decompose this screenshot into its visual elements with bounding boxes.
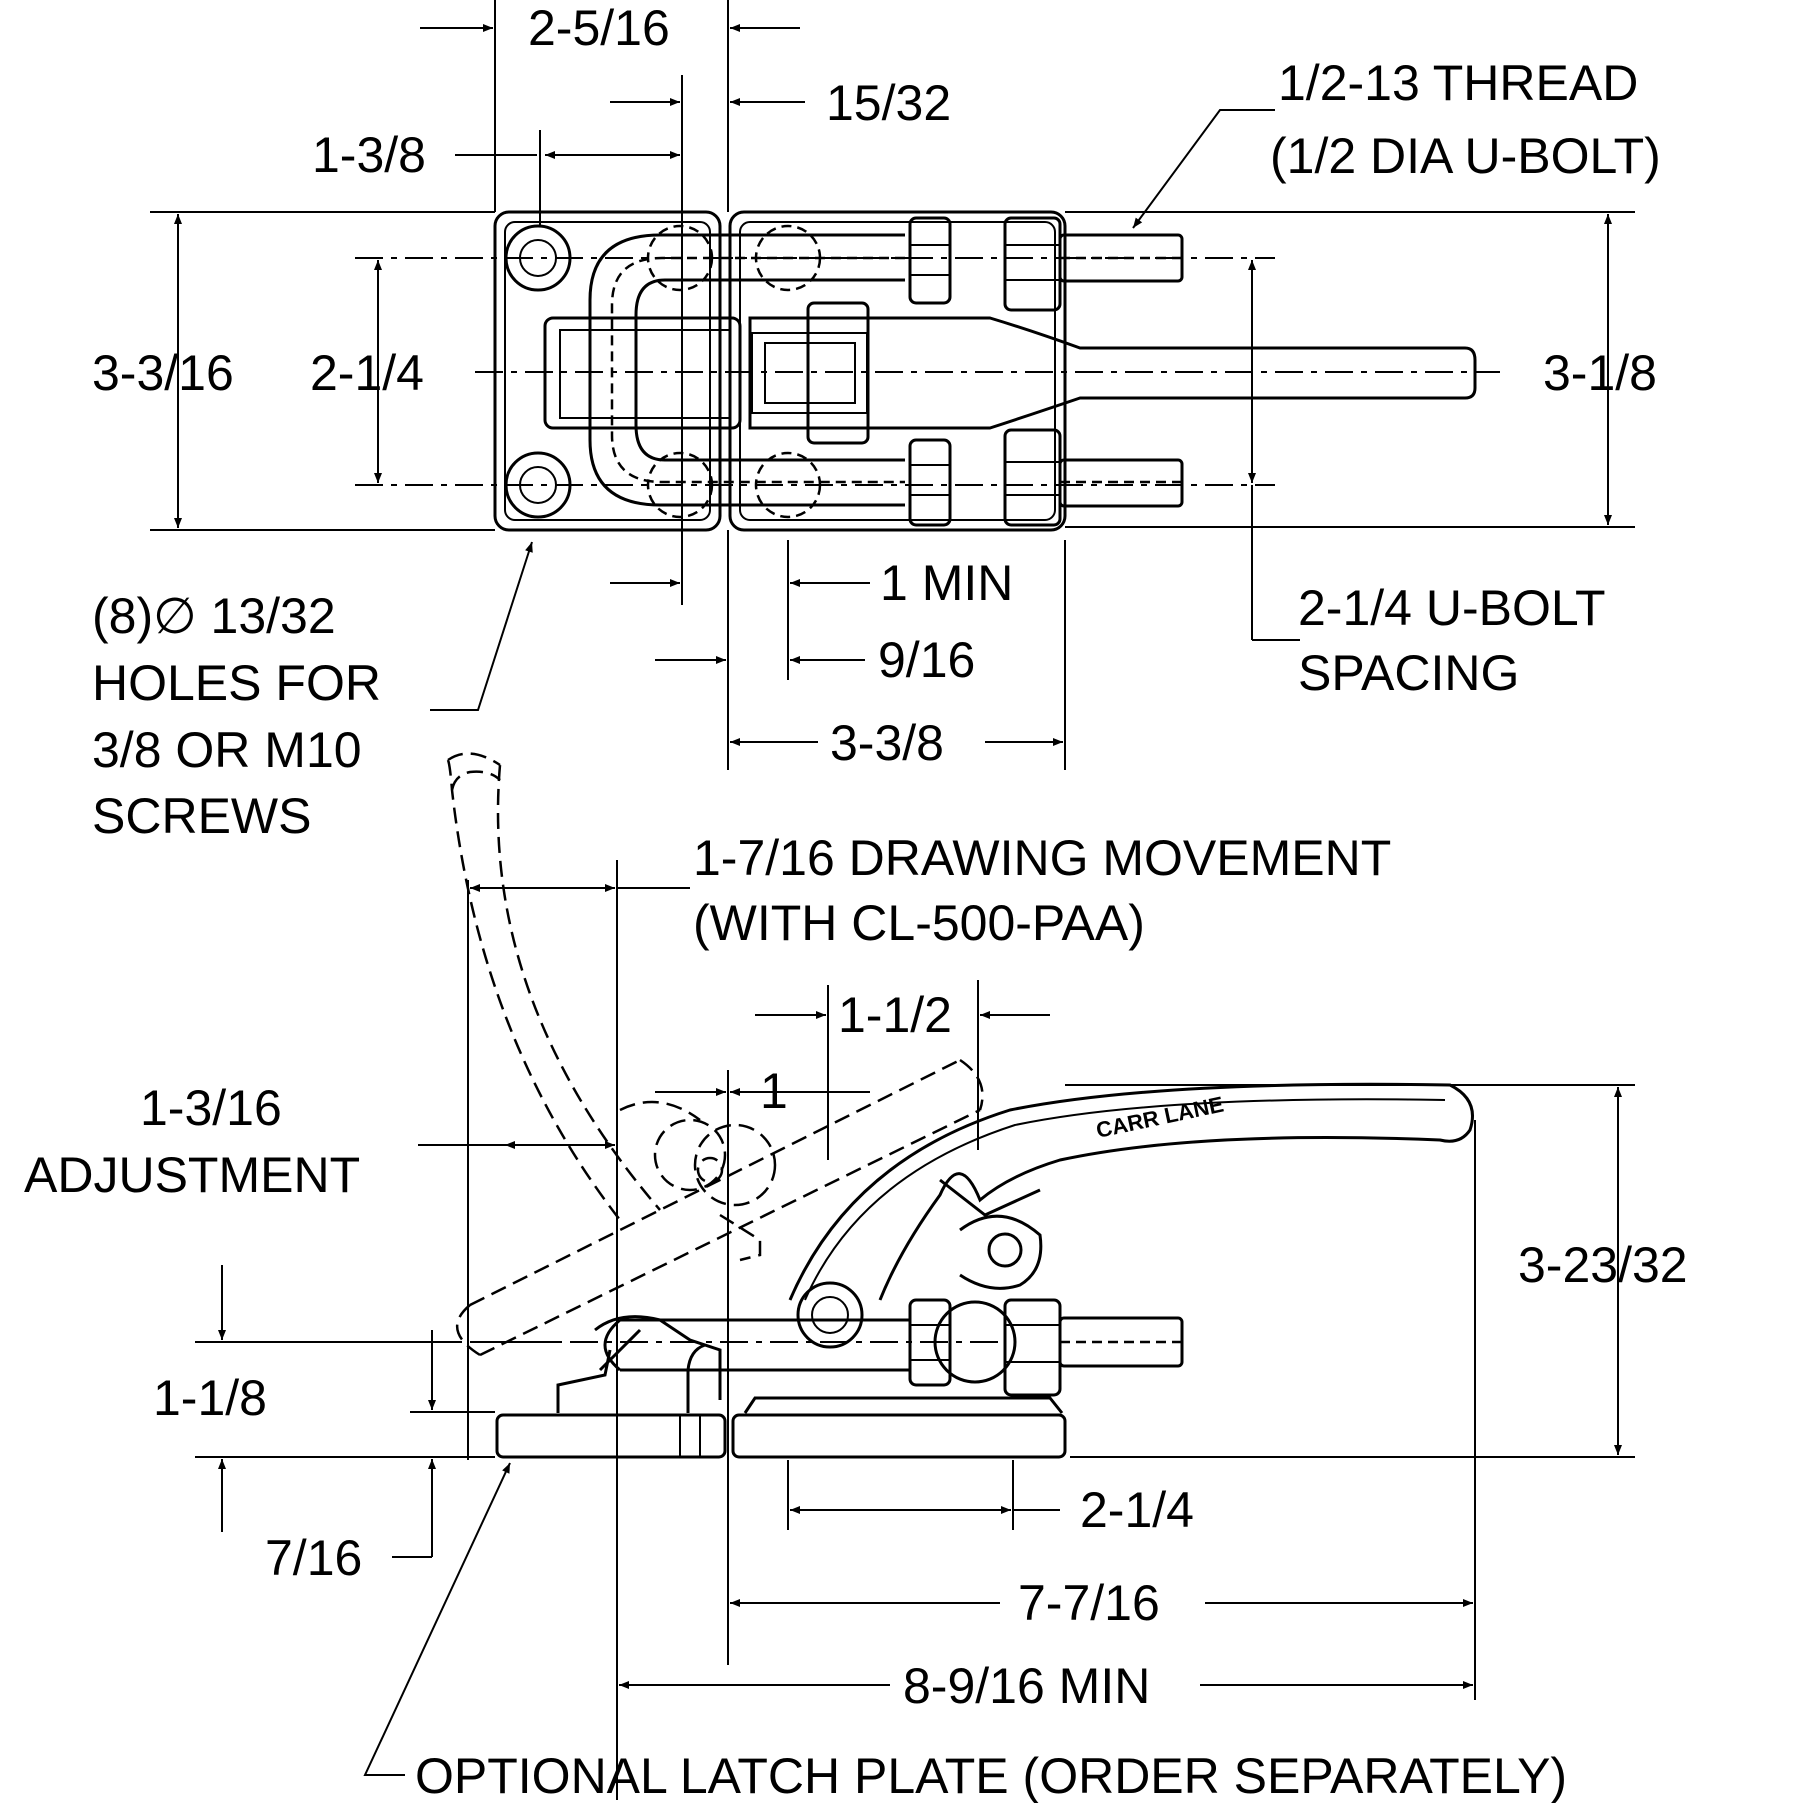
- note-drawing-2: (WITH CL-500-PAA): [693, 895, 1145, 951]
- u-bolt: [588, 233, 905, 507]
- spindle-rod: [620, 1318, 910, 1372]
- note-holes-1: (8)∅ 13/32: [92, 588, 336, 644]
- note-adjust-1: 1-3/16: [140, 1080, 282, 1136]
- dim-1-3-8: 1-3/8: [312, 127, 426, 183]
- dim-3-3-16: 3-3/16: [92, 345, 234, 401]
- note-ubolt-1: 2-1/4 U-BOLT: [1298, 580, 1606, 636]
- dim-2-1-4-top: 2-1/4: [310, 345, 424, 401]
- hex-nut: [1003, 428, 1062, 527]
- dim-1: 1: [760, 1063, 788, 1119]
- note-ubolt-2: SPACING: [1298, 645, 1519, 701]
- note-thread-2: (1/2 DIA U-BOLT): [1270, 128, 1661, 184]
- hex-nut: [908, 438, 952, 527]
- brand-logo: CARR LANE: [1094, 1091, 1226, 1142]
- hex-nut: [908, 216, 952, 305]
- latch-plate: [495, 1413, 727, 1459]
- note-drawing-1: 1-7/16 DRAWING MOVEMENT: [693, 830, 1391, 886]
- note-adjust-2: ADJUSTMENT: [24, 1147, 360, 1203]
- clamp-handle-open: [446, 752, 661, 1221]
- clamp-handle-top: [748, 316, 1477, 430]
- dim-7-16: 7/16: [265, 1530, 362, 1586]
- dim-7-7-16: 7-7/16: [1018, 1575, 1160, 1631]
- hex-nut: [1003, 216, 1062, 312]
- dimension-labels: 2-5/16 15/32 1-3/8 3-3/16 2-1/4 3-1/8 1 …: [24, 0, 1688, 1803]
- clamp-base: [731, 1413, 1067, 1459]
- note-holes-4: SCREWS: [92, 788, 311, 844]
- side-view: CARR LANE: [195, 752, 1635, 1800]
- dim-1-1-8: 1-1/8: [153, 1370, 267, 1426]
- dim-9-16: 9/16: [878, 632, 975, 688]
- dim-1-min: 1 MIN: [880, 555, 1013, 611]
- dim-3-3-8: 3-3/8: [830, 715, 944, 771]
- note-holes-2: HOLES FOR: [92, 655, 381, 711]
- dim-8-9-16-min: 8-9/16 MIN: [903, 1658, 1150, 1714]
- dim-1-1-2: 1-1/2: [838, 987, 952, 1043]
- dim-3-23-32: 3-23/32: [1518, 1237, 1688, 1293]
- dim-3-1-8: 3-1/8: [1543, 345, 1657, 401]
- dim-2-5-16: 2-5/16: [528, 0, 670, 56]
- note-holes-3: 3/8 OR M10: [92, 722, 362, 778]
- top-view: [150, 0, 1635, 770]
- dim-2-1-4-bottom: 2-1/4: [1080, 1482, 1194, 1538]
- dim-15-32: 15/32: [826, 75, 951, 131]
- clamp-handle-closed: [788, 1082, 1474, 1301]
- note-thread-1: 1/2-13 THREAD: [1278, 55, 1638, 111]
- note-latch-plate: OPTIONAL LATCH PLATE (ORDER SEPARATELY): [415, 1748, 1567, 1803]
